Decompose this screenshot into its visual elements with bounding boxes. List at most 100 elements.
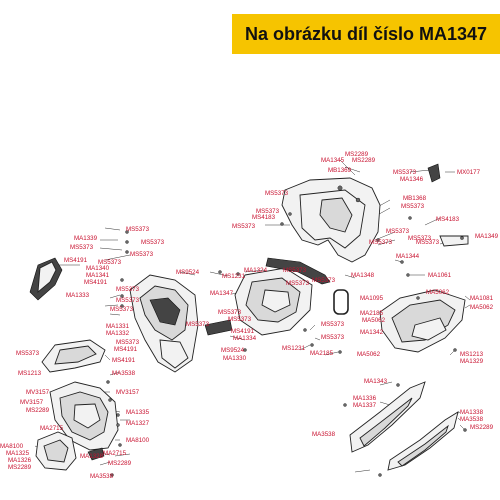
part-label: MS1213	[460, 351, 484, 358]
part-label: MA1325	[6, 450, 30, 457]
part-label: MS5373	[116, 297, 140, 304]
part-label: MS5373	[265, 190, 289, 197]
part-label: MA1330	[223, 355, 247, 362]
ring-ma1095	[333, 289, 349, 315]
part-label: MS5373	[408, 235, 432, 242]
bracket-ma1346	[427, 163, 441, 183]
part-label: MS5373	[386, 228, 410, 235]
part-label: MA1344	[396, 253, 420, 260]
hardware-screws	[106, 212, 467, 477]
part-label: MS5373	[116, 339, 140, 346]
part-label: MS4191	[64, 257, 88, 264]
part-label: MS1231	[222, 273, 246, 280]
part-labels: MS2289 MA1345 MS2289 MB1369 MS5373 MA134…	[0, 151, 499, 480]
part-label: MS5373	[369, 239, 393, 246]
part-label: MS5373	[393, 169, 417, 176]
part-label: MA1335	[126, 409, 150, 416]
part-label: MS1213	[18, 370, 42, 377]
part-label: MA5062	[470, 304, 494, 311]
part-label: MA1341	[86, 272, 110, 279]
part-label: MS4183	[252, 214, 276, 221]
part-label: MS2289	[8, 464, 32, 471]
part-label: MS4183	[436, 216, 460, 223]
part-label: MA8100	[0, 443, 24, 450]
part-label: MA1095	[360, 295, 384, 302]
part-label: MS5373	[16, 350, 40, 357]
part-label: MS5373	[116, 286, 140, 293]
part-label: MA1081	[470, 295, 494, 302]
part-label: MS2289	[470, 424, 494, 431]
part-label: MA1338	[460, 409, 484, 416]
part-label: MS5373	[130, 251, 154, 258]
frame-cover-ma1329	[41, 339, 106, 373]
part-label: MA1328	[80, 453, 104, 460]
part-label: MA1349	[475, 233, 499, 240]
part-label: MA1336	[353, 395, 377, 402]
part-label: MA1348	[351, 272, 375, 279]
part-label: MS5373	[286, 280, 310, 287]
part-label: MA1326	[8, 457, 32, 464]
part-label: MS5373	[70, 244, 94, 251]
part-label: MA1339	[74, 235, 98, 242]
part-label: MS5373	[256, 208, 280, 215]
part-label: MA1346	[400, 176, 424, 183]
inner-shield-upper	[281, 177, 381, 263]
part-label: MA1342	[360, 329, 384, 336]
part-label: MS5373	[186, 321, 210, 328]
part-label: MA3538	[312, 431, 336, 438]
part-label: MA3538	[90, 473, 114, 480]
part-number-banner: Na obrázku díl číslo MA1347	[232, 14, 500, 54]
part-label: MA1331	[106, 323, 130, 330]
part-label: MS5373	[283, 267, 307, 274]
part-label: MS1231	[282, 345, 306, 352]
part-label: MS2289	[108, 460, 132, 467]
side-panel-ma1337	[387, 411, 459, 471]
part-label: MV3157	[20, 399, 44, 406]
part-label: MA2185	[360, 310, 384, 317]
part-label: MS4191	[231, 328, 255, 335]
glovebox-ma1325	[35, 431, 77, 471]
part-label: MS5373	[228, 316, 252, 323]
part-label: MV3157	[116, 389, 140, 396]
part-label: MS5373	[218, 309, 242, 316]
part-label: MS5373	[232, 223, 256, 230]
part-label: MA1334	[233, 335, 257, 342]
part-label: MA5062	[357, 351, 381, 358]
side-panel-ma1343	[49, 381, 119, 451]
cover-ma1340	[29, 257, 63, 301]
part-label: MA2185	[310, 350, 334, 357]
part-label: MA1345	[321, 157, 345, 164]
part-label: MV3157	[26, 389, 50, 396]
floor-panel-ma1342	[379, 289, 466, 353]
part-label: MA5062	[362, 317, 386, 324]
bracket-ma1334	[204, 319, 233, 336]
part-label: MA2715	[103, 450, 127, 457]
part-label: MA1327	[126, 420, 150, 427]
part-label: MB1369	[328, 167, 352, 174]
part-label: MS5373	[321, 321, 345, 328]
part-label: MS5373	[141, 239, 165, 246]
part-label: MS5373	[110, 306, 134, 313]
part-label: MS5373	[126, 226, 150, 233]
part-label: MS5373	[312, 277, 336, 284]
part-label: MS2289	[26, 407, 50, 414]
trim-ma1324	[265, 257, 331, 285]
part-label: MA3538	[112, 370, 136, 377]
part-label: MA3538	[460, 416, 484, 423]
part-label: MA8100	[126, 437, 150, 444]
front-shield-ma1331	[129, 274, 199, 373]
part-label: MS5373	[321, 334, 345, 341]
bracket-ma1349	[439, 235, 469, 247]
part-label: MA1332	[106, 330, 130, 337]
part-label: MS5373	[416, 239, 440, 246]
part-label: MA1340	[86, 265, 110, 272]
part-label: MS9524	[176, 269, 200, 276]
part-label: MA1333	[66, 292, 90, 299]
part-label: MS9524	[221, 347, 245, 354]
part-label: MS5373	[401, 203, 425, 210]
part-label: MS4191	[114, 346, 138, 353]
part-label: MA1061	[428, 272, 452, 279]
floor-cover-ma1347	[234, 267, 313, 336]
part-label: MX0177	[457, 169, 481, 176]
